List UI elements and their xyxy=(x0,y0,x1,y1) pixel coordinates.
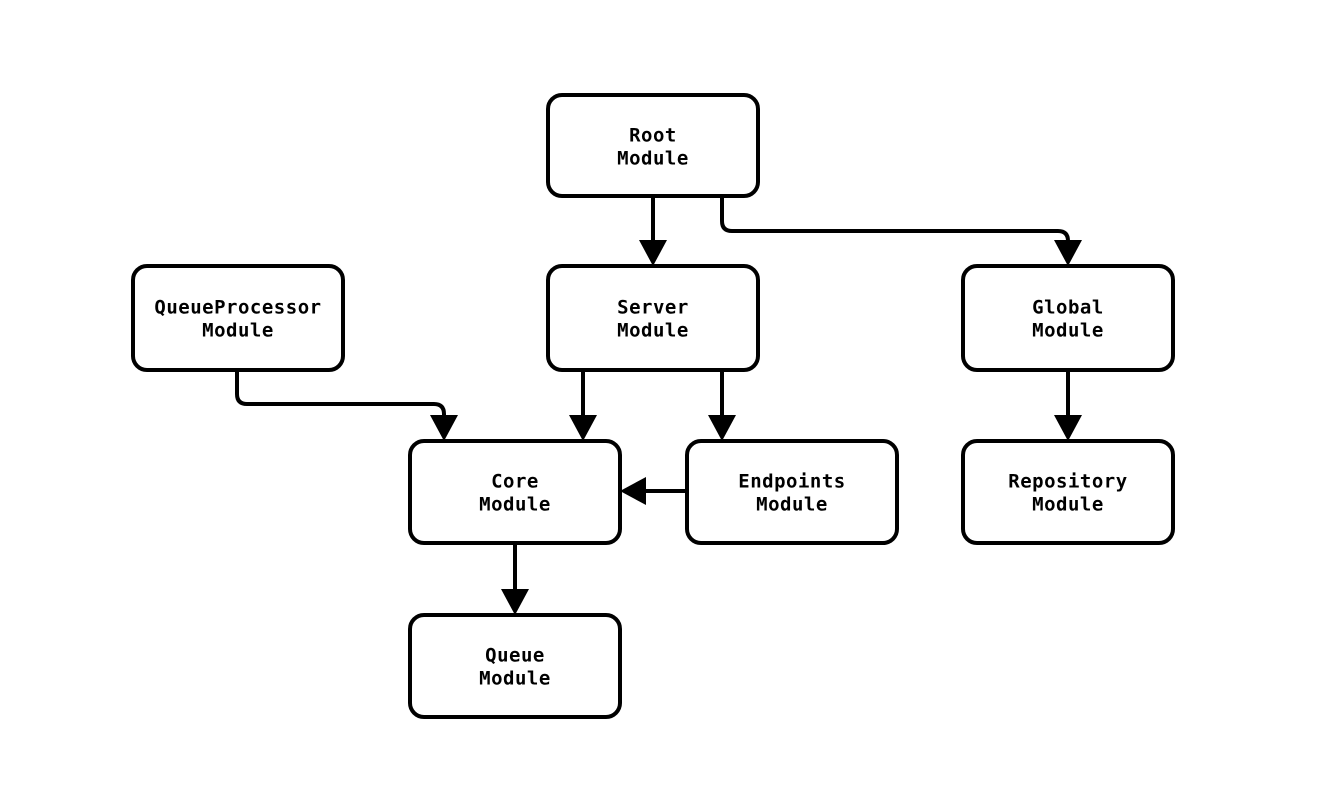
edge-queueprocessor-to-core xyxy=(235,370,458,441)
edge-endpoints-to-core xyxy=(620,477,687,505)
node-box[interactable] xyxy=(546,264,760,372)
node-queue-module[interactable]: Queue Module xyxy=(408,613,622,719)
node-label-line2: Module xyxy=(617,148,689,170)
node-box[interactable] xyxy=(408,613,622,719)
node-label-line1: Server xyxy=(617,297,689,319)
arrow-head-icon xyxy=(430,415,458,441)
node-label-line2: Module xyxy=(479,668,551,690)
node-box[interactable] xyxy=(961,264,1175,372)
arrow-head-icon xyxy=(1054,240,1082,266)
node-root-module[interactable]: Root Module xyxy=(546,93,760,198)
node-label-line1: Repository xyxy=(1008,471,1127,493)
edge-server-to-core xyxy=(569,370,597,441)
node-label-line1: Root xyxy=(629,125,677,147)
node-label-line1: Core xyxy=(491,471,539,493)
node-box[interactable] xyxy=(131,264,345,372)
node-label-line2: Module xyxy=(479,494,551,516)
arrow-head-icon xyxy=(708,415,736,441)
node-label-line2: Module xyxy=(756,494,828,516)
node-core-module[interactable]: Core Module xyxy=(408,439,622,545)
node-repository-module[interactable]: Repository Module xyxy=(961,439,1175,545)
edge-server-to-endpoints xyxy=(708,370,736,441)
edge-core-to-queue xyxy=(501,543,529,615)
node-label-line1: Queue xyxy=(485,645,545,667)
node-box[interactable] xyxy=(408,439,622,545)
node-label-line2: Module xyxy=(617,320,689,342)
node-server-module[interactable]: Server Module xyxy=(546,264,760,372)
node-label-line2: Module xyxy=(202,320,274,342)
edge-root-to-global xyxy=(720,196,1082,266)
node-label-line1: Global xyxy=(1032,297,1104,319)
arrow-head-icon xyxy=(1054,415,1082,441)
arrow-head-icon xyxy=(569,415,597,441)
arrow-head-icon xyxy=(639,240,667,266)
node-label-line1: QueueProcessor xyxy=(154,297,321,319)
node-box[interactable] xyxy=(546,93,760,198)
arrow-head-icon xyxy=(501,589,529,615)
node-queueprocessor-module[interactable]: QueueProcessor Module xyxy=(131,264,345,372)
edge-global-to-repository xyxy=(1054,370,1082,441)
node-box[interactable] xyxy=(685,439,899,545)
edge-line xyxy=(720,196,1070,243)
node-global-module[interactable]: Global Module xyxy=(961,264,1175,372)
edge-line xyxy=(235,370,446,417)
node-label-line2: Module xyxy=(1032,320,1104,342)
arrow-head-icon xyxy=(620,477,646,505)
edges-layer xyxy=(235,196,1082,615)
node-label-line1: Endpoints xyxy=(738,471,845,493)
node-box[interactable] xyxy=(961,439,1175,545)
edge-root-to-server xyxy=(639,196,667,266)
node-label-line2: Module xyxy=(1032,494,1104,516)
node-endpoints-module[interactable]: Endpoints Module xyxy=(685,439,899,545)
nodes-layer: Root Module QueueProcessor Module Server… xyxy=(131,93,1175,719)
